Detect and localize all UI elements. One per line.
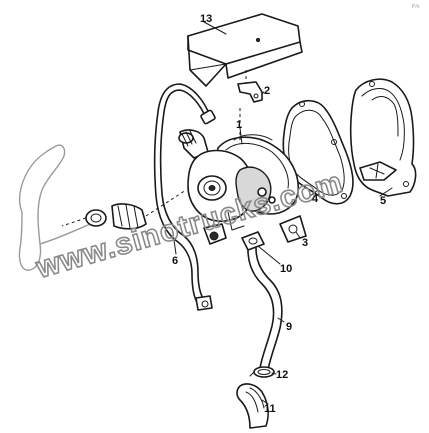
part-10-drain-gasket <box>241 231 265 251</box>
part-2-bracket <box>237 81 263 103</box>
callout-2: 2 <box>264 85 270 97</box>
callout-3: 3 <box>302 237 308 249</box>
callout-4: 4 <box>312 193 319 205</box>
callout-6: 6 <box>172 255 178 267</box>
part-6-oil-feed-pipe <box>153 83 216 311</box>
part-4-gasket <box>282 99 354 205</box>
part-1-turbocharger <box>178 108 299 245</box>
part-3-flange-gasket <box>279 215 307 243</box>
part-13-heat-shield <box>187 13 303 88</box>
callout-labels: 13 2 1 4 5 3 10 6 9 12 11 <box>172 13 386 415</box>
callout-5: 5 <box>380 195 386 207</box>
callout-12: 12 <box>276 369 288 381</box>
callout-leaders <box>173 21 393 405</box>
corner-mark: P/n <box>412 4 420 10</box>
callout-1: 1 <box>236 119 242 131</box>
intake-coupling-hose <box>61 189 187 230</box>
part-11-rubber-hose <box>236 383 269 429</box>
part-9-oil-drain-pipe <box>247 247 283 371</box>
callout-13: 13 <box>200 13 212 25</box>
part-5-exhaust-elbow <box>349 78 417 197</box>
part-12-hose-clamp <box>249 366 275 378</box>
callout-10: 10 <box>280 263 292 275</box>
callout-11: 11 <box>264 403 276 415</box>
callout-9: 9 <box>286 321 292 333</box>
